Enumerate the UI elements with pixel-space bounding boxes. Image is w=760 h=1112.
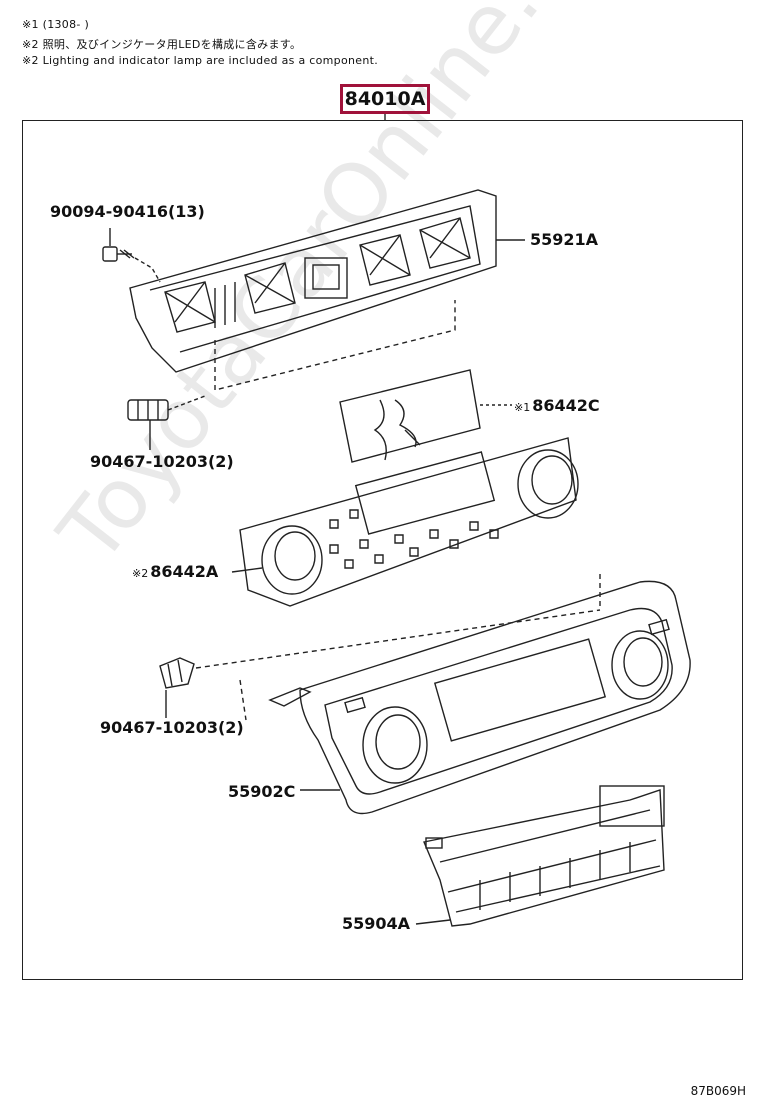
switch-base-leader: [415, 919, 451, 925]
bracket-phantom-line: [214, 300, 456, 391]
diagram-frame: [22, 120, 743, 980]
control-board-number: 86442A: [150, 562, 219, 581]
sub-board-number: 86442C: [532, 396, 600, 415]
clip-lower-drawing: [159, 657, 195, 689]
bracket-drawing: [129, 189, 497, 373]
part-label-clip-upper[interactable]: 90467-10203(2): [90, 452, 234, 471]
screw-phantom-line: [134, 257, 161, 283]
note-mark-2: ※2: [132, 567, 149, 580]
part-label-clip-lower[interactable]: 90467-10203(2): [100, 718, 244, 737]
diagram-code: 87B069H: [690, 1084, 746, 1098]
note-led-english: ※2 Lighting and indicator lamp are inclu…: [22, 54, 379, 67]
panel-drawing: [268, 580, 691, 815]
part-label-screw[interactable]: 90094-90416(13): [50, 202, 205, 221]
note-led-japanese: ※2 照明、及びインジケータ用LEDを構成に含みます。: [22, 38, 302, 51]
part-label-panel[interactable]: 55902C: [228, 782, 296, 801]
switch-base-drawing: [423, 785, 665, 927]
clip-upper-drawing: [127, 399, 169, 421]
part-label-switch-base[interactable]: 55904A: [342, 914, 411, 933]
note-mark-1: ※1: [514, 401, 531, 414]
screw-drawing: [102, 246, 135, 262]
control-board-leader: [231, 567, 263, 573]
assembly-part-label[interactable]: 84010A: [340, 84, 430, 114]
note-production-range: ※1 (1308- ): [22, 18, 90, 31]
sub-board-drawing: [339, 369, 481, 463]
part-label-bracket[interactable]: 55921A: [530, 230, 599, 249]
control-board-drawing: [239, 437, 579, 607]
